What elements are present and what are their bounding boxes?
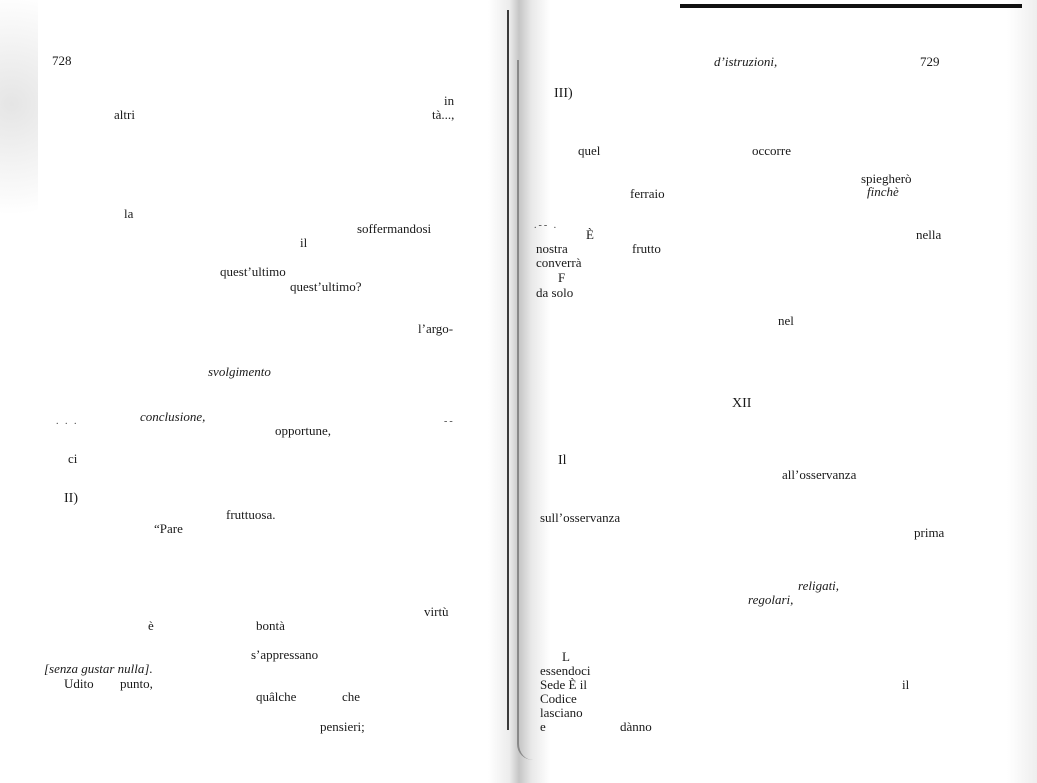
paper-speckle-left xyxy=(0,0,38,260)
word-ferraio: ferraio xyxy=(630,186,665,201)
word-religati: religati, xyxy=(798,578,840,593)
word-che: che xyxy=(342,689,361,704)
word-lasciano: lasciano xyxy=(540,705,583,720)
paper-speckle-right xyxy=(1007,0,1037,783)
word-bonta: bontà xyxy=(256,618,285,633)
word-occorre: occorre xyxy=(752,143,791,158)
word-e-cap: È xyxy=(586,227,594,242)
word-senza-gustar-nulla: [senza gustar nulla]. xyxy=(44,661,153,676)
word-conclusione: conclusione, xyxy=(140,409,206,424)
gutter-line xyxy=(507,10,509,730)
word-il-low: il xyxy=(902,677,910,692)
section-xii-heading: XII xyxy=(732,396,752,411)
word-nostra: nostra xyxy=(536,241,568,256)
word-sede-line: Sede È il xyxy=(540,678,591,692)
word-nella: nella xyxy=(916,227,942,242)
word-fruttuosa: fruttuosa. xyxy=(226,507,276,522)
word-udito: Udito xyxy=(64,676,94,691)
word-da-solo: da solo xyxy=(536,285,574,300)
word-regolari: regolari, xyxy=(748,592,794,607)
word-nel: nel xyxy=(778,313,794,328)
word-ci: ci xyxy=(68,451,78,466)
page-number-right: 729 xyxy=(920,54,940,69)
faint-marks-right: .-- . xyxy=(534,220,559,231)
word-finche: finchè xyxy=(867,184,899,199)
faint-dash-right: -- xyxy=(444,416,455,427)
word-pensieri: pensieri; xyxy=(320,719,365,734)
word-opportune: opportune, xyxy=(275,423,331,438)
word-sull-osservanza: sull’osservanza xyxy=(540,510,621,525)
word-qualche: quâlche xyxy=(256,689,297,704)
word-virtu: virtù xyxy=(424,604,449,619)
word-e: è xyxy=(148,618,154,633)
word-sede: Sede xyxy=(540,677,566,692)
word-codice: Codice xyxy=(540,691,577,706)
right-page: d’istruzioni, 729 III) quel occorre spie… xyxy=(518,0,1037,783)
word-converra: converrà xyxy=(536,255,582,270)
word-all-osservanza: all’osservanza xyxy=(782,467,857,482)
word-soffermandosi: soffermandosi xyxy=(357,221,432,236)
word-il-cap: Il xyxy=(558,453,567,468)
word-la: la xyxy=(124,206,134,221)
word-danno: dànno xyxy=(620,719,652,734)
word-quest-ultimo-2: quest’ultimo? xyxy=(290,279,362,294)
page-number-left: 728 xyxy=(52,53,72,68)
left-page: 728 in altri tà..., la soffermandosi il … xyxy=(0,0,518,783)
word-svolgimento: svolgimento xyxy=(208,364,271,379)
word-altri: altri xyxy=(114,107,135,122)
running-head-istruzioni: d’istruzioni, xyxy=(714,54,778,69)
word-prima: prima xyxy=(914,525,945,540)
gutter-shadow xyxy=(488,0,550,783)
word-quel: quel xyxy=(578,143,601,158)
word-spieghero: spiegherò xyxy=(861,171,912,186)
word-l-argo: l’argo- xyxy=(418,321,454,336)
word-punto: punto, xyxy=(120,676,153,691)
word-f: F xyxy=(558,270,566,285)
word-quest-ultimo-1: quest’ultimo xyxy=(220,264,286,279)
word-pare: “Pare xyxy=(154,521,183,536)
word-essendoci: essendoci xyxy=(540,663,591,678)
word-l-cap: L xyxy=(562,649,570,664)
word-frutto: frutto xyxy=(632,241,661,256)
word-in: in xyxy=(444,93,455,108)
word-e-il: È il xyxy=(568,677,587,692)
word-e-low: e xyxy=(540,719,546,734)
left-column-stack: essendoci Sede È il Codice lasciano e xyxy=(540,664,591,734)
word-s-appressano: s’appressano xyxy=(251,647,319,662)
section-ii-heading: II) xyxy=(64,491,78,506)
word-il: il xyxy=(300,235,308,250)
section-iii-heading: III) xyxy=(554,86,573,101)
gutter-curve xyxy=(517,60,533,760)
faint-marks-left: . . . xyxy=(56,416,79,427)
top-rule xyxy=(680,4,1022,8)
word-ta: tà..., xyxy=(432,107,455,122)
